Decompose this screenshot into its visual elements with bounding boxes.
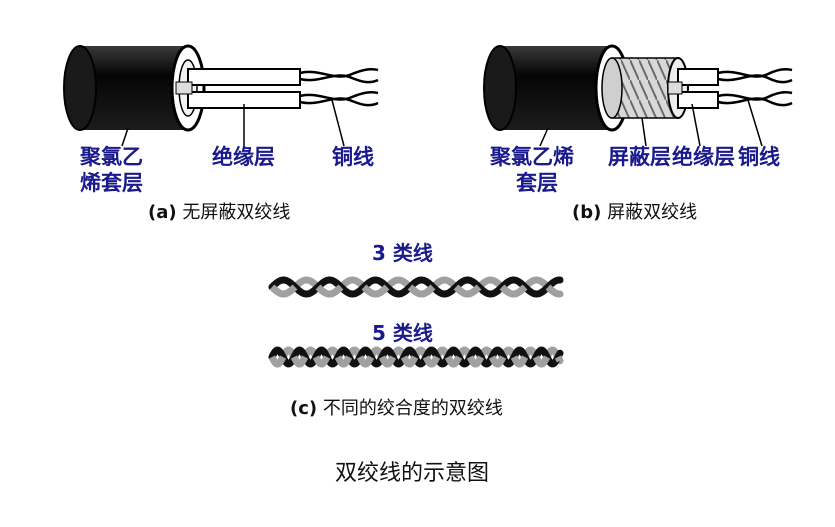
cat3-strand-gray-overlap [453,284,482,298]
caption-a-text: 无屏蔽双绞线 [182,202,291,223]
cat3-strand-gray-overlap [269,284,298,298]
label-cat3: 3 类线 [372,241,433,265]
label-pvc-jacket-b-line1: 聚氯乙烯 [490,145,574,169]
jacket-end-a [63,45,97,131]
label-cat5: 5 类线 [372,321,433,345]
label-pvc-jacket-a-line1: 聚氯乙 [80,145,143,169]
cat5-strand-gray-overlap [378,355,397,368]
cat5-strand-gray-overlap [444,355,463,368]
cable-a-illustration [63,44,379,147]
copper-strands-b [717,67,793,107]
label-copper-a: 铜线 [332,145,374,169]
pvc-jacket-b [500,46,612,130]
pvc-jacket-a [80,46,188,130]
figure-title: 双绞线的示意图 [335,461,490,486]
cat3-twisted-pair [268,276,564,298]
cat3-strand-gray-overlap [315,284,344,298]
copper-strands-a [299,67,379,107]
cat5-strand-gray-overlap [532,355,551,368]
caption-b-text: 屏蔽双绞线 [607,202,698,223]
caption-c: (c) 不同的绞合度的双绞线 [290,398,503,420]
caption-a: (a) 无屏蔽双绞线 [148,202,290,224]
jacket-end-b [483,45,517,131]
insulation-b-bottom [677,91,719,109]
cat5-strand-gray-overlap [356,355,375,368]
cat5-strand-gray-overlap [488,355,507,368]
cat5-strand-gray-overlap [312,355,331,368]
cat5-strand-gray-overlap [268,355,287,368]
cat5-strand-gray-overlap [510,355,529,368]
insulation-b-top [677,68,719,86]
cable-b-illustration [483,44,793,147]
cat5-twisted-pair [268,346,564,368]
cat3-strand-gray-overlap [361,284,390,298]
insulation-a-top [187,68,301,86]
cat5-strand-gray-overlap [334,355,353,368]
label-insulation-a: 绝缘层 [212,145,275,169]
cat5-strand-gray-overlap [422,355,441,368]
cat3-strand-gray-overlap [407,284,436,298]
caption-a-tag: (a) [148,202,177,223]
cat3-strand-gray-overlap [499,284,528,298]
caption-c-tag: (c) [290,398,318,419]
cat5-strand-gray-overlap [466,355,485,368]
cat3-strand-gray-overlap [545,284,560,298]
label-shield-b: 屏蔽层 [608,145,671,169]
label-pvc-jacket-a-line2: 烯套层 [80,171,143,195]
label-copper-b: 铜线 [738,145,780,169]
cat5-strand-gray-overlap [400,355,419,368]
caption-c-text: 不同的绞合度的双绞线 [322,398,503,419]
label-insulation-b: 绝缘层 [672,145,735,169]
caption-b-tag: (b) [572,202,602,223]
cat5-strand-gray-overlap [554,355,564,363]
label-pvc-jacket-b-line2: 套层 [516,171,558,195]
caption-b: (b) 屏蔽双绞线 [572,202,697,224]
cat5-strand-gray-overlap [290,355,309,368]
